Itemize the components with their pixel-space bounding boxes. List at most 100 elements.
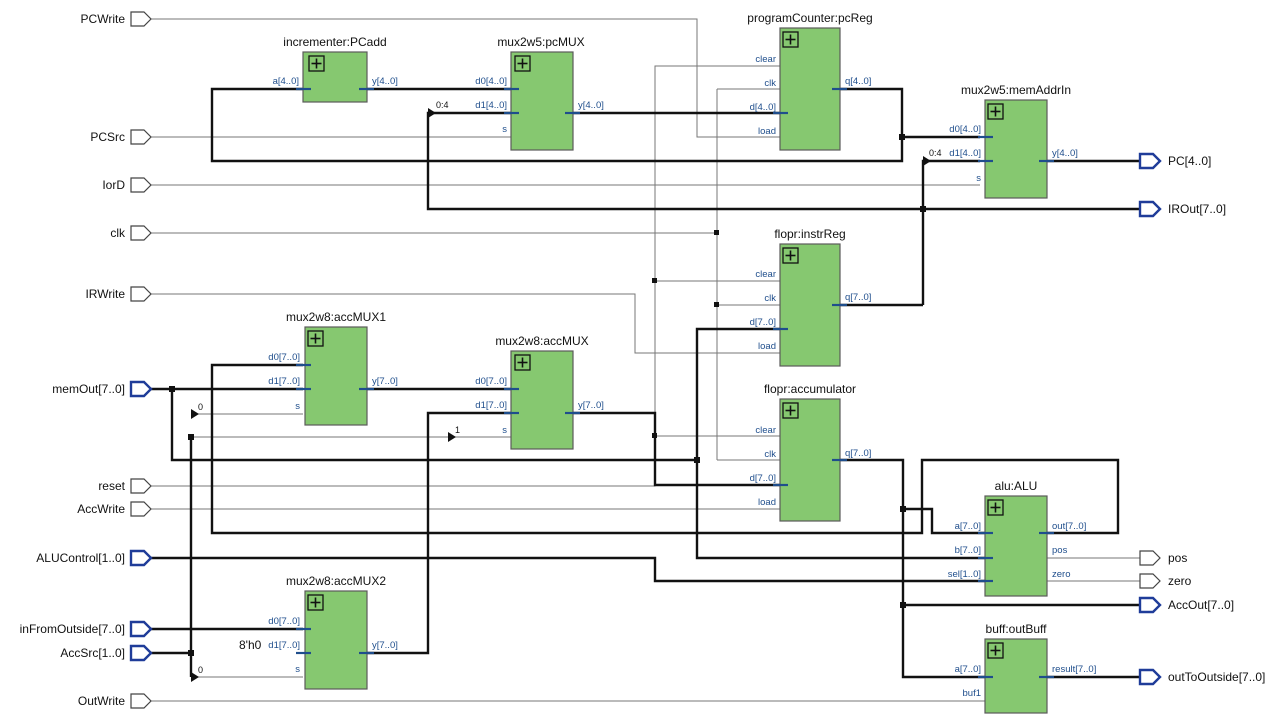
junction-dot — [900, 506, 906, 512]
tap-label: 0 — [198, 402, 203, 412]
pin-label-y: y[4..0] — [372, 76, 398, 87]
port-label: reset — [98, 479, 125, 493]
pin-label-d0: d0[7..0] — [268, 616, 300, 627]
block-memaddrin-name: mux2w5:memAddrIn — [961, 83, 1071, 97]
pin-label-s: s — [295, 401, 300, 412]
block-accumulator[interactable]: flopr:accumulator clear clk d[7..0] load… — [750, 382, 872, 522]
block-alu-name: alu:ALU — [995, 479, 1038, 493]
tap-arrow — [448, 432, 456, 442]
pin-label-y: y[4..0] — [578, 100, 604, 111]
pin-label-y: y[7..0] — [372, 640, 398, 651]
port-label: PCSrc — [90, 130, 125, 144]
pin-label-d0: d0[7..0] — [475, 376, 507, 387]
pin-label-s: s — [295, 664, 300, 675]
block-accmux1[interactable]: mux2w8:accMUX1 d0[7..0] d1[7..0] s y[7..… — [268, 310, 398, 426]
pin-label-d0: d0[4..0] — [475, 76, 507, 87]
block-accmux-name: mux2w8:accMUX — [495, 334, 588, 348]
block-instrreg-name: flopr:instrReg — [774, 227, 845, 241]
junction-dot — [899, 134, 905, 140]
pin-label-load: load — [758, 126, 776, 137]
pin-label-clk: clk — [764, 78, 776, 89]
port-pcsrc[interactable]: PCSrc — [90, 129, 152, 145]
tap-label: 0 — [198, 665, 203, 675]
output-port-icon — [1139, 550, 1161, 566]
wire-pcwrite — [151, 18, 780, 138]
block-pcadd-name: incrementer:PCadd — [283, 35, 386, 49]
port-zero[interactable]: zero — [1139, 573, 1192, 589]
bus-accsrc — [151, 437, 193, 655]
port-outtooutside[interactable]: outToOutside[7..0] — [1138, 668, 1265, 686]
pin-label-d1: d1[4..0] — [475, 100, 507, 111]
block-accmux2-name: mux2w8:accMUX2 — [286, 574, 386, 588]
junction-dot — [188, 434, 194, 440]
port-label: PC[4..0] — [1168, 154, 1211, 168]
bus-alucontrol — [151, 556, 985, 583]
port-accsrc[interactable]: AccSrc[1..0] — [60, 644, 153, 662]
output-bus-icon — [1138, 200, 1162, 218]
tap-arrow — [923, 156, 931, 166]
port-iord[interactable]: IorD — [102, 177, 152, 193]
port-irout[interactable]: IROut[7..0] — [1138, 200, 1226, 218]
block-accmux2[interactable]: mux2w8:accMUX2 d0[7..0] d1[7..0] s y[7..… — [268, 574, 398, 690]
block-outbuff[interactable]: buff:outBuff a[7..0] buf1 result[7..0] — [955, 622, 1097, 714]
junction-dot — [652, 278, 657, 283]
constant-label: 8'h0 — [239, 638, 262, 652]
port-pc[interactable]: PC[4..0] — [1138, 152, 1211, 170]
junctions — [169, 134, 926, 656]
port-reset[interactable]: reset — [98, 478, 152, 494]
bus-ir-to-memaddr — [921, 159, 980, 305]
input-port-icon — [130, 129, 152, 145]
input-bus-icon — [129, 549, 153, 567]
port-memout[interactable]: memOut[7..0] — [52, 380, 153, 398]
port-alucontrol[interactable]: ALUControl[1..0] — [36, 549, 153, 567]
pin-label-d0: d0[4..0] — [949, 124, 981, 135]
pin-label-out: out[7..0] — [1052, 521, 1086, 532]
pin-label-d0: d0[7..0] — [268, 352, 300, 363]
port-label: ALUControl[1..0] — [36, 551, 125, 565]
block-pcadd[interactable]: incrementer:PCadd a[4..0] y[4..0] — [273, 35, 398, 103]
input-port-icon — [130, 286, 152, 302]
port-infromoutside[interactable]: inFromOutside[7..0] — [20, 620, 153, 638]
input-port-icon — [130, 478, 152, 494]
wire-reset — [151, 65, 780, 487]
pin-label-pos: pos — [1052, 545, 1068, 556]
port-clk[interactable]: clk — [110, 225, 152, 241]
port-accout[interactable]: AccOut[7..0] — [1138, 596, 1234, 614]
bus-ir-to-pcmux — [426, 111, 923, 211]
block-accmux1-name: mux2w8:accMUX1 — [286, 310, 386, 324]
output-bus-icon — [1138, 152, 1162, 170]
port-accwrite[interactable]: AccWrite — [77, 501, 152, 517]
input-port-icon — [130, 177, 152, 193]
pin-label-d: d[7..0] — [750, 473, 776, 484]
port-outwrite[interactable]: OutWrite — [78, 693, 152, 709]
pin-label-a: a[7..0] — [955, 521, 981, 532]
input-bus-icon — [129, 620, 153, 638]
port-irwrite[interactable]: IRWrite — [85, 286, 152, 302]
output-bus-icon — [1138, 596, 1162, 614]
block-instrreg[interactable]: flopr:instrReg clear clk d[7..0] load q[… — [750, 227, 872, 367]
block-outbuff-name: buff:outBuff — [986, 622, 1048, 636]
tap-label: 0:4 — [929, 148, 942, 158]
pin-label-s: s — [502, 124, 507, 135]
pin-label-clear: clear — [755, 425, 776, 436]
port-pos[interactable]: pos — [1139, 550, 1187, 566]
port-label: clk — [110, 226, 126, 240]
block-pcmux[interactable]: mux2w5:pcMUX d0[4..0] d1[4..0] s y[4..0] — [475, 35, 604, 151]
tap-label: 0:4 — [436, 100, 449, 110]
port-pcwrite[interactable]: PCWrite — [81, 11, 152, 27]
block-alu[interactable]: alu:ALU a[7..0] b[7..0] sel[1..0] out[7.… — [948, 479, 1087, 597]
pin-label-d1: d1[7..0] — [475, 400, 507, 411]
block-memaddrin[interactable]: mux2w5:memAddrIn d0[4..0] d1[4..0] s y[4… — [949, 83, 1078, 199]
block-accmux[interactable]: mux2w8:accMUX d0[7..0] d1[7..0] s y[7..0… — [475, 334, 604, 450]
port-label: AccWrite — [77, 502, 125, 516]
input-port-icon — [130, 225, 152, 241]
block-pcreg[interactable]: programCounter:pcReg clear clk d[4..0] l… — [747, 11, 873, 151]
junction-dot — [188, 650, 194, 656]
port-label: AccOut[7..0] — [1168, 598, 1234, 612]
block-instrreg-body — [779, 243, 841, 367]
output-bus-icon — [1138, 668, 1162, 686]
port-label: OutWrite — [78, 694, 125, 708]
bus-memout-accmux — [170, 389, 697, 462]
port-label: outToOutside[7..0] — [1168, 670, 1265, 684]
